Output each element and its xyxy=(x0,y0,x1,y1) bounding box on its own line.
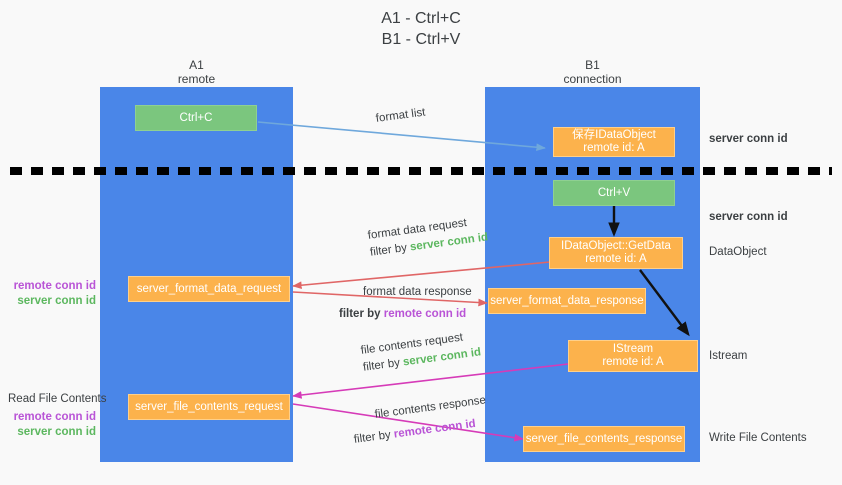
box-istream[interactable]: IStream remote id: A xyxy=(568,340,698,372)
page-title: A1 - Ctrl+C B1 - Ctrl+V xyxy=(381,10,461,48)
left-label-remote-conn-id-1: remote conn id xyxy=(13,280,96,292)
label-filter-by-2: filter by xyxy=(339,308,384,320)
right-label-server-conn-id-1: server conn id xyxy=(709,133,788,145)
box-server-format-data-request[interactable]: server_format_data_request xyxy=(128,276,290,302)
label-remote-conn-id-2: remote conn id xyxy=(393,417,477,441)
right-label-dataobject: DataObject xyxy=(709,246,767,258)
label-filter-by-4: filter by xyxy=(353,428,395,446)
right-label-write-file-contents: Write File Contents xyxy=(709,432,807,444)
box-ctrl-c[interactable]: Ctrl+C xyxy=(135,105,257,131)
label-format-list: format list xyxy=(375,106,427,125)
box-server-file-contents-request[interactable]: server_file_contents_request xyxy=(128,394,290,420)
left-label-server-conn-id-2: server conn id xyxy=(17,426,96,438)
left-label-remote-conn-id-2: remote conn id xyxy=(13,411,96,423)
box-idataobject-getdata[interactable]: IDataObject::GetData remote id: A xyxy=(549,237,683,269)
lane-header-a1: A1 remote xyxy=(177,58,216,86)
left-label-read-file-contents: Read File Contents xyxy=(8,393,107,405)
box-save-idataobject[interactable]: 保存IDataObject remote id: A xyxy=(553,127,675,157)
label-remote-conn-id-1: remote conn id xyxy=(383,308,467,320)
phase-divider xyxy=(10,167,832,175)
left-label-server-conn-id-1: server conn id xyxy=(17,295,96,307)
box-server-format-data-response[interactable]: server_format_data_response xyxy=(488,288,646,314)
box-server-file-contents-response[interactable]: server_file_contents_response xyxy=(523,426,685,452)
right-label-istream: Istream xyxy=(709,350,748,362)
lane-header-b1: B1 connection xyxy=(563,58,622,86)
label-filter-by-3: filter by xyxy=(362,356,404,374)
right-label-server-conn-id-2: server conn id xyxy=(709,211,788,223)
box-ctrl-v[interactable]: Ctrl+V xyxy=(553,180,675,206)
label-format-data-response: format data response xyxy=(363,286,472,298)
label-filter-by-1: filter by xyxy=(369,241,411,259)
